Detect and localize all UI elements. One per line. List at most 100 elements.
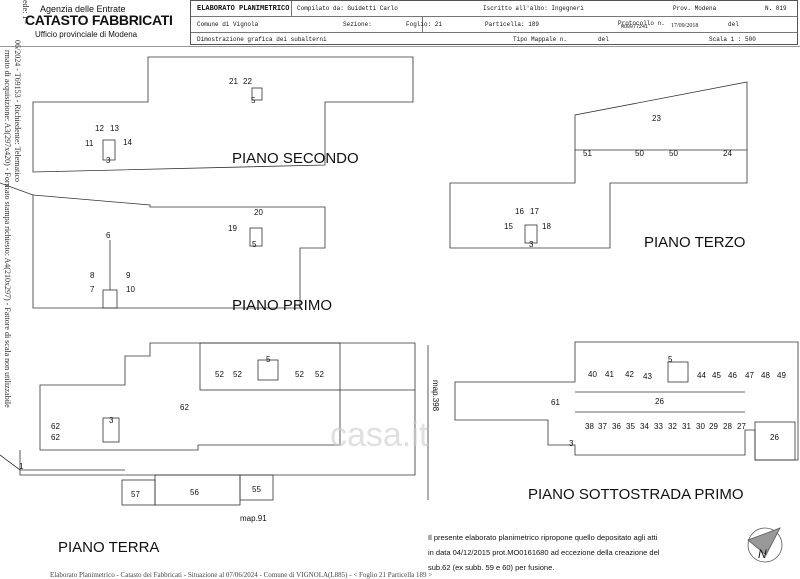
sub-label: 52 — [215, 370, 224, 379]
catasto-title: CATASTO FABBRICATI — [25, 12, 173, 28]
sub-label: 21 — [229, 77, 238, 86]
sub-label: 24 — [723, 149, 732, 158]
office-name: Ufficio provinciale di Modena — [35, 30, 138, 39]
sub-label: 42 — [625, 370, 634, 379]
sub-label: 6 — [106, 231, 111, 240]
sezione: Sezione: — [343, 21, 372, 28]
register: Iscritto all'albo: Ingegneri — [483, 5, 584, 12]
sub-label: 16 — [515, 207, 524, 216]
sub-label: 8 — [90, 271, 95, 280]
sub-label: 57 — [131, 490, 140, 499]
sub-label: 17 — [530, 207, 539, 216]
sub-label: 15 — [504, 222, 513, 231]
doc-type: ELABORATO PLANIMETRICO — [197, 5, 290, 13]
compiled-by: Compilato da: Guidetti Carlo — [297, 5, 398, 12]
date: 17/09/2018 — [671, 23, 699, 29]
sub-label: 12 — [95, 124, 104, 133]
sub-label: 52 — [233, 370, 242, 379]
sub-label: 3 — [569, 439, 574, 448]
floor-title-terra: PIANO TERRA — [58, 539, 159, 556]
sub-label: 11 — [85, 139, 94, 148]
sub-label: 3 — [529, 240, 534, 249]
north-compass-icon: N — [747, 527, 783, 563]
tipo-mappale: Tipo Mappale n. — [513, 36, 568, 43]
sub-label: 1 — [19, 462, 24, 471]
sub-label: 18 — [542, 222, 551, 231]
sub-label: 37 — [598, 422, 607, 431]
sub-label: 43 — [643, 372, 652, 381]
sub-label: 50 — [635, 149, 644, 158]
sub-label: 52 — [315, 370, 324, 379]
sub-label: 23 — [652, 114, 661, 123]
sub-label: 56 — [190, 488, 199, 497]
sub-label: 14 — [123, 138, 132, 147]
sub-label: 30 — [696, 422, 705, 431]
sub-label: 41 — [605, 370, 614, 379]
sub-label: 31 — [682, 422, 691, 431]
title-block: ELABORATO PLANIMETRICO Compilato da: Gui… — [190, 0, 798, 45]
sub-label: 5 — [251, 96, 256, 105]
province: Prov. Modena — [673, 5, 717, 12]
sub-label: 27 — [737, 422, 746, 431]
sub-label: 48 — [761, 371, 770, 380]
sub-label: 62 — [51, 422, 60, 431]
note: Il presente elaborato planimetrico ripro… — [428, 530, 659, 575]
sub-label: 34 — [640, 422, 649, 431]
sub-label: 49 — [777, 371, 786, 380]
plan-terzo — [449, 81, 748, 249]
floor-title-terzo: PIANO TERZO — [644, 234, 745, 251]
header-divider — [0, 46, 800, 47]
sub-label: 46 — [728, 371, 737, 380]
sub-label: 40 — [588, 370, 597, 379]
plan-terra — [39, 342, 416, 451]
scale: Scala 1 : 500 — [709, 36, 756, 43]
sub-label: 3 — [109, 416, 114, 425]
sub-label: 35 — [626, 422, 635, 431]
sub-label: 29 — [709, 422, 718, 431]
note-line: sub.62 (ex subb. 59 e 60) per fusione. — [428, 563, 555, 572]
map-label-91: map.91 — [240, 514, 267, 523]
sub-label: 45 — [712, 371, 721, 380]
sub-label: 38 — [585, 422, 594, 431]
note-line: Il presente elaborato planimetrico ripro… — [428, 533, 658, 542]
sub-label: 44 — [697, 371, 706, 380]
number: N. 819 — [765, 5, 787, 12]
particella: Particella: 189 — [485, 21, 540, 28]
description: Dimostrazione grafica dei subalterni — [197, 36, 327, 43]
note-line: in data 04/12/2015 prot.MO0161680 ad ecc… — [428, 548, 660, 557]
protocollo-value: MO0077241 — [621, 24, 649, 30]
floor-title-sottostrada: PIANO SOTTOSTRADA PRIMO — [528, 486, 744, 503]
sub-label: 33 — [654, 422, 663, 431]
sub-label: 13 — [110, 124, 119, 133]
sub-label: 5 — [668, 355, 673, 364]
floor-title-secondo: PIANO SECONDO — [232, 150, 359, 167]
sub-label: 62 — [51, 433, 60, 442]
sub-label: 5 — [252, 240, 257, 249]
sub-label: 51 — [583, 149, 592, 158]
plan-secondo — [32, 56, 414, 173]
protocollo: Protocollo n. — [618, 20, 665, 27]
sub-label: 32 — [668, 422, 677, 431]
floor-title-primo: PIANO PRIMO — [232, 297, 332, 314]
plan-sottostrada — [454, 341, 799, 461]
watermark: casa.it — [330, 416, 429, 454]
del-label-2: del — [598, 36, 609, 43]
comune: Comune di Vignola — [197, 21, 259, 28]
sub-label: 55 — [252, 485, 261, 494]
map-label-398: map.398 — [431, 380, 440, 412]
sub-label: 5 — [266, 355, 271, 364]
north-label: N — [758, 547, 767, 561]
sub-label: 26 — [655, 397, 664, 406]
sub-label: 47 — [745, 371, 754, 380]
sub-label: 3 — [106, 156, 111, 165]
del-label: del — [728, 21, 739, 28]
sub-label: 36 — [612, 422, 621, 431]
sub-label: 26 — [770, 433, 779, 442]
sub-label: 20 — [254, 208, 263, 217]
sub-label: 52 — [295, 370, 304, 379]
sub-label: 62 — [180, 403, 189, 412]
sub-label: 9 — [126, 271, 131, 280]
sub-label: 7 — [90, 285, 95, 294]
sub-label: 50 — [669, 149, 678, 158]
